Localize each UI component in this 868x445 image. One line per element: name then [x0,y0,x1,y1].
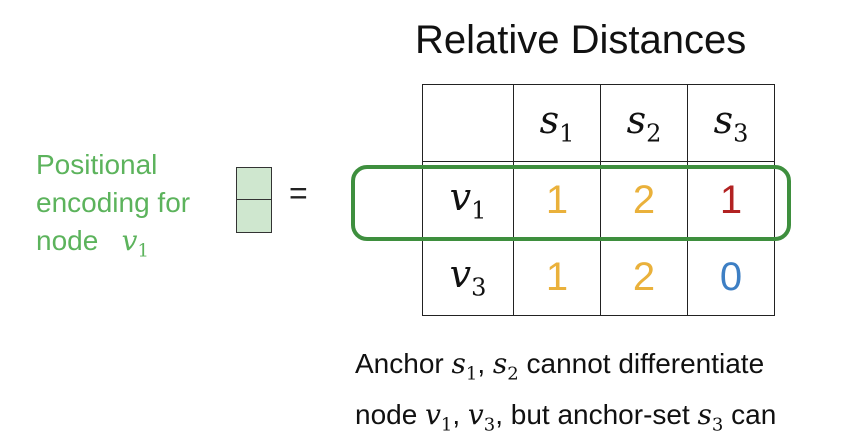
distance-table: s1 s2 s3 v1 1 2 1 v3 1 2 0 [422,84,775,316]
cell-v1-s1: 1 [513,161,601,239]
value-v1-s3: 1 [719,177,743,222]
equals-sign: = [289,175,308,211]
label-line-3: node v1 [36,222,246,271]
value-v1-s1: 1 [545,177,569,222]
cell-v1-s2: 2 [600,161,688,239]
value-v3-s2: 2 [632,254,656,299]
header-s1-sub: 1 [559,119,575,148]
caption-s2-sub: 2 [507,363,519,385]
cell-v3-s1: 1 [513,238,601,316]
cell-v3-s2: 2 [600,238,688,316]
header-s1: s1 [539,98,575,148]
header-s2: s2 [626,98,662,148]
caption-s1-letter: s [451,347,466,380]
diagram-title: Relative Distances [415,18,747,62]
caption-s3-sub: 3 [711,414,724,436]
label-node-var-letter: v [121,224,138,257]
caption-node-word: node [355,398,418,430]
header-s3-letter: s [713,98,734,143]
corner-cell [422,84,514,162]
encoding-vector-divider [237,199,271,200]
row-v3-label: v3 [449,252,487,302]
caption-v3-sub: 3 [483,414,496,436]
row-header-v1: v1 [422,161,514,239]
table-row-v3: v3 1 2 0 [422,238,775,316]
caption-v3: v3 [467,397,495,436]
encoding-vector-box [236,167,272,233]
caption-comma-2: , [452,398,461,430]
label-node-var: v1 [121,224,149,262]
row-v1-label: v1 [449,175,487,225]
caption-v1: v1 [425,397,452,436]
value-v1-s2: 2 [632,177,656,222]
caption-v1-letter: v [425,397,441,431]
header-cell-s1: s1 [513,84,601,162]
header-s2-sub: 2 [646,119,662,148]
row-v1-sub: 1 [471,196,487,225]
table-row-v1: v1 1 2 1 [422,161,775,239]
caption-v1-sub: 1 [440,414,453,436]
caption-s1: s1 [451,347,478,385]
label-line-1: Positional [36,149,158,180]
header-cell-s2: s2 [600,84,688,162]
caption-line2-suffix: can [731,398,777,430]
value-v3-s3: 0 [719,254,743,299]
caption-s2: s2 [492,347,519,385]
caption-s3: s3 [697,397,724,436]
cell-v1-s3: 1 [687,161,775,239]
row-header-v3: v3 [422,238,514,316]
positional-encoding-label: Positional encoding for node v1 [36,146,246,271]
caption-s3-letter: s [697,397,712,431]
header-s3-sub: 3 [733,119,749,148]
caption-anchor-word: Anchor [355,348,444,379]
cell-v3-s3: 0 [687,238,775,316]
header-row: s1 s2 s3 [422,84,775,162]
caption-line1-suffix: cannot differentiate [526,348,765,379]
row-v1-letter: v [449,175,472,220]
caption-comma-1: , [477,348,486,379]
row-v3-sub: 3 [471,273,487,302]
caption-line2-mid: , but anchor-set [495,398,690,430]
label-line-2: encoding for [36,187,191,218]
caption-line-2: node v1, v3, but anchor-set s3 can [355,395,865,445]
row-highlight-box [351,165,791,241]
caption-line-1: Anchor s1, s2 cannot differentiate [355,344,865,395]
caption-s1-sub: 1 [465,363,478,385]
value-v3-s1: 1 [545,254,569,299]
caption-s2-letter: s [492,347,508,380]
header-cell-s3: s3 [687,84,775,162]
caption-v3-letter: v [467,397,484,431]
header-s1-letter: s [539,98,560,143]
header-s3: s3 [713,98,749,148]
caption: Anchor s1, s2 cannot differentiate node … [355,344,865,445]
label-node-var-sub: 1 [137,240,149,262]
header-s2-letter: s [626,98,647,143]
label-node-word: node [36,225,99,256]
row-v3-letter: v [449,252,472,297]
